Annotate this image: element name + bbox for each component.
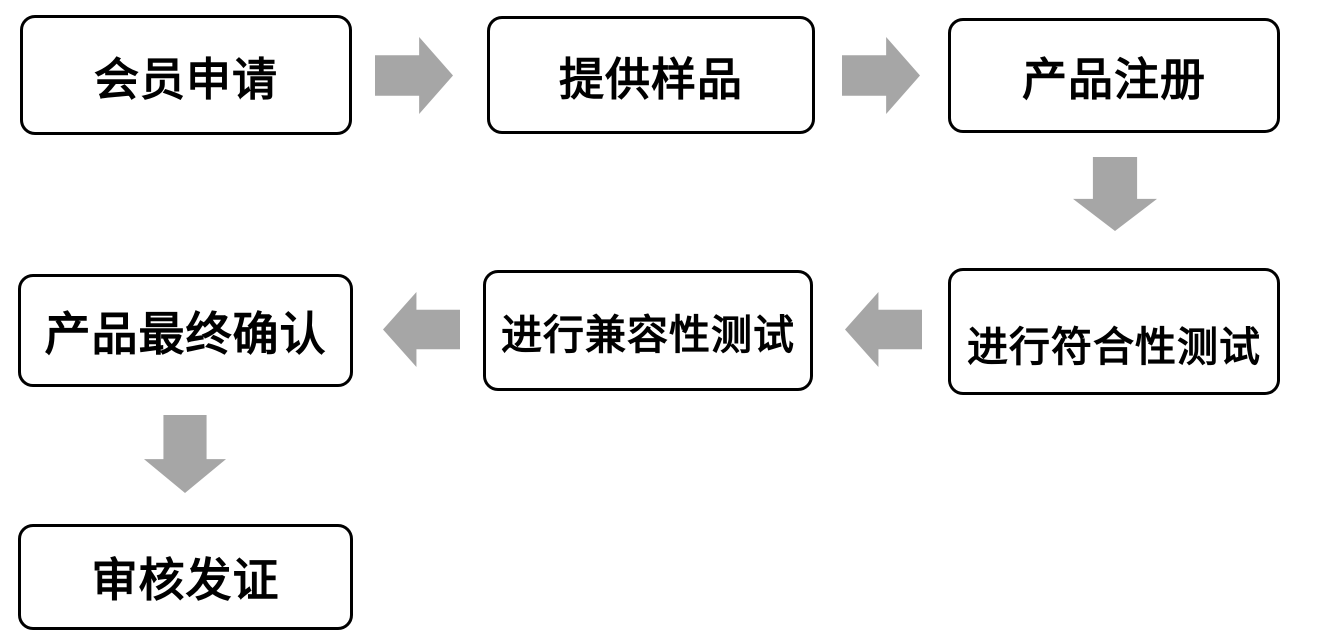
flow-node-member-application: 会员申请	[20, 15, 352, 135]
arrow-right-icon	[375, 37, 453, 114]
flow-node-label: 产品最终确认	[44, 307, 327, 360]
flow-node-product-registration: 产品注册	[948, 18, 1280, 133]
arrow-down-icon	[144, 415, 226, 493]
flow-node-label: 提供样品	[558, 53, 743, 105]
arrow-left-icon	[845, 292, 922, 367]
arrow-left-icon	[383, 292, 460, 367]
flow-node-label: 审核发证	[91, 554, 280, 606]
flow-node-final-confirmation: 产品最终确认	[18, 274, 353, 387]
flow-node-label: 进行兼容性测试	[501, 311, 795, 358]
arrow-down-icon	[1073, 157, 1157, 231]
flow-node-label: 进行符合性测试	[967, 323, 1261, 370]
flow-node-label: 产品注册	[1021, 54, 1206, 105]
arrow-right-icon	[842, 37, 920, 114]
flow-node-review-certification: 审核发证	[18, 524, 353, 630]
flow-node-conformity-testing: 进行符合性测试	[948, 268, 1280, 395]
flow-node-provide-samples: 提供样品	[487, 16, 815, 134]
flow-node-label: 会员申请	[93, 53, 278, 105]
flow-node-compatibility-testing: 进行兼容性测试	[483, 270, 813, 391]
